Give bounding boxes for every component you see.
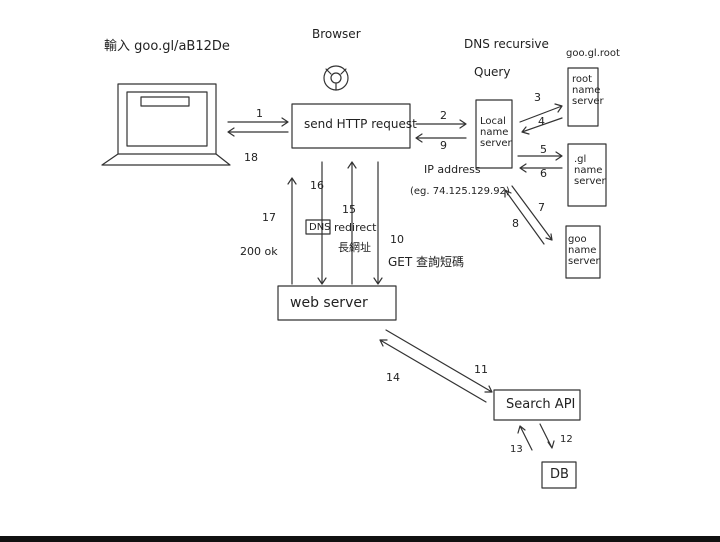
step-11-label: 11: [474, 363, 488, 376]
diagram-title: Browser: [312, 27, 361, 41]
laptop-screen-inner: [126, 91, 208, 147]
root-server-box: [567, 67, 599, 127]
arrow-step-11: [385, 329, 493, 393]
arrow-step-3: [519, 103, 563, 123]
arrow-step-17: [287, 177, 297, 285]
step-4-label: 4: [538, 115, 545, 128]
search-api-label: Search API: [506, 397, 576, 412]
dns-heading-line2: Query: [474, 65, 511, 79]
arrow-step-15: [347, 161, 357, 285]
arrow-step-12: [539, 423, 555, 449]
arrow-step-13: [517, 425, 533, 451]
arrow-step-1: [227, 117, 289, 127]
dns-box-label: DNS: [309, 222, 331, 233]
laptop-address-bar: [140, 96, 190, 107]
step-5-label: 5: [540, 143, 547, 156]
local-server-box: [475, 99, 513, 169]
step-12-label: 12: [560, 434, 573, 445]
step-13-label: 13: [510, 444, 523, 455]
dns-heading-line1: DNS recursive: [464, 37, 549, 51]
step-14-label: 14: [386, 371, 400, 384]
gl-server-box: [567, 143, 607, 207]
arrow-step-4: [521, 117, 563, 135]
root-caption: goo.gl.root: [566, 48, 620, 59]
step-18-label: 18: [244, 151, 258, 164]
step-17-label: 17: [262, 211, 276, 224]
laptop-caption: 輸入 goo.gl/aB12De: [104, 39, 230, 54]
db-box: [541, 461, 577, 489]
request-label: send HTTP request: [304, 117, 417, 131]
bottom-edge: [0, 536, 720, 542]
arrow-step-18: [227, 127, 289, 137]
step-10-label: 10: [390, 233, 404, 246]
step-1-label: 1: [256, 107, 263, 120]
web-server-label: web server: [290, 295, 368, 311]
db-label: DB: [550, 467, 569, 482]
step-9-label: 9: [440, 139, 447, 152]
arrow-step-10: [373, 161, 383, 285]
get-label: GET 查詢短碼: [388, 255, 465, 269]
arrow-step-9: [415, 133, 467, 143]
arrow-step-5: [517, 151, 563, 161]
step-7-label: 7: [538, 201, 545, 214]
ip-example-label: (eg. 74.125.129.92): [410, 186, 510, 197]
status-200-label: 200 ok: [240, 245, 278, 258]
search-api-box: [493, 389, 581, 421]
step-15-label: 15: [342, 203, 356, 216]
long-url-label: 長網址: [338, 241, 371, 254]
step-8-label: 8: [512, 217, 519, 230]
ip-address-label: IP address: [424, 163, 481, 176]
arrow-step-8: [504, 189, 545, 245]
laptop-base: [101, 153, 231, 166]
arrow-step-14: [379, 339, 487, 403]
step-3-label: 3: [534, 91, 541, 104]
step-16-label: 16: [310, 179, 324, 192]
redirect-label: redirect: [334, 221, 377, 234]
request-box: [291, 103, 411, 149]
arrow-step-6: [519, 163, 563, 173]
step-6-label: 6: [540, 167, 547, 180]
step-2-label: 2: [440, 109, 447, 122]
arrow-step-2: [415, 119, 467, 129]
web-server-box: [277, 285, 397, 321]
arrow-step-16: [317, 161, 327, 285]
dns-box: [305, 219, 331, 235]
laptop-screen-outline: [117, 83, 217, 155]
arrow-step-7: [511, 185, 553, 241]
goo-server-box: [565, 225, 601, 279]
